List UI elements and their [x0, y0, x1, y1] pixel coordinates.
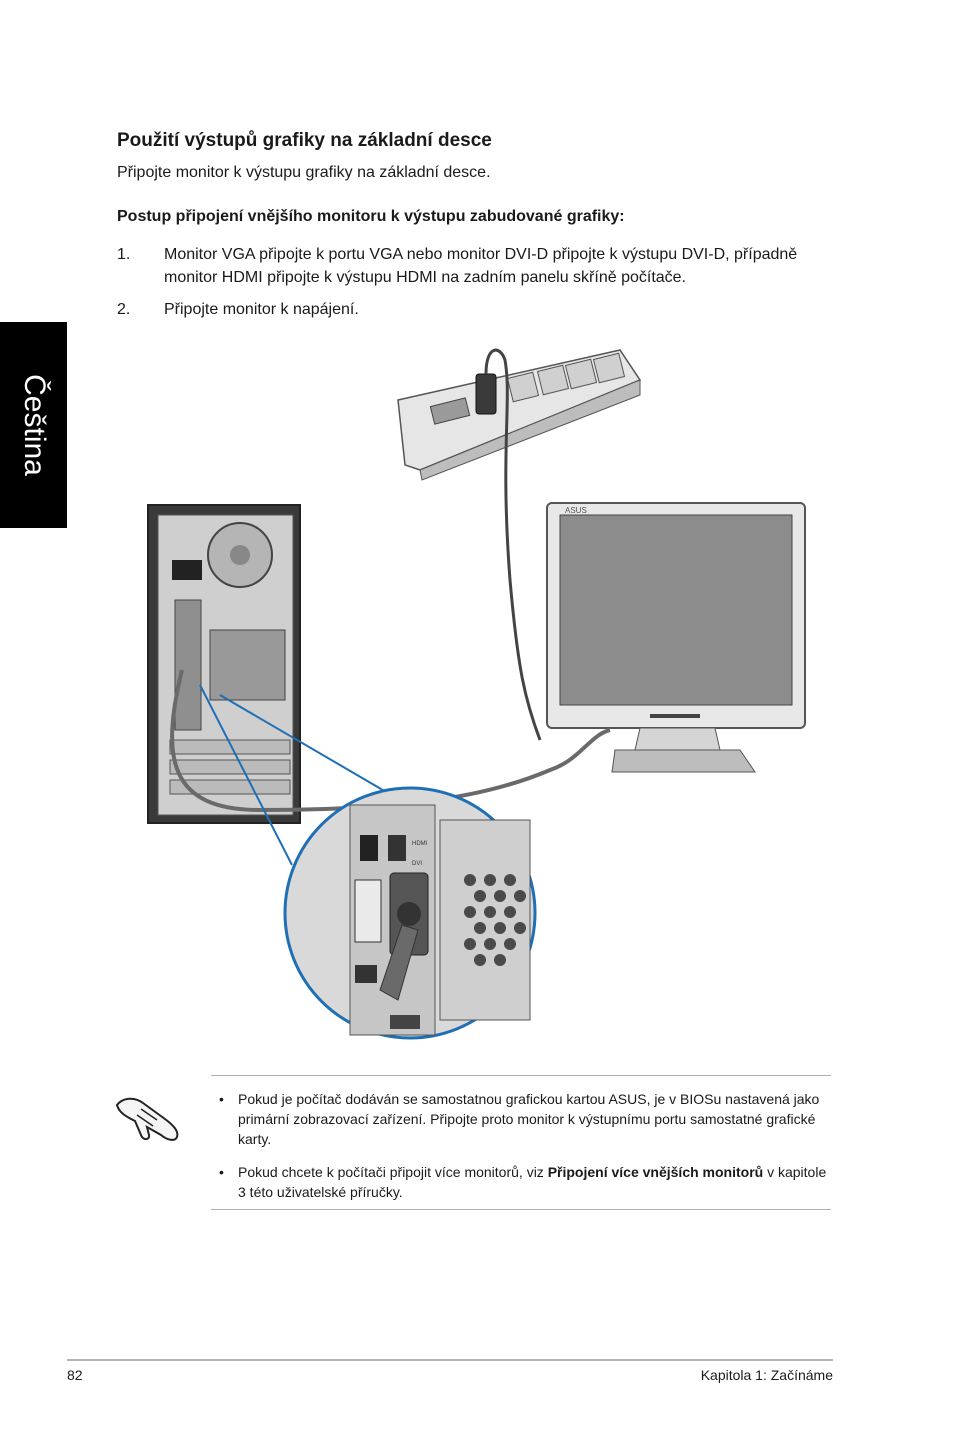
intro-text: Připojte monitor k výstupu grafiky na zá… — [117, 164, 491, 181]
step-item: 1. Monitor VGA připojte k portu VGA nebo… — [117, 243, 837, 289]
monitor: ASUS — [546, 502, 806, 773]
power-cable — [484, 348, 542, 741]
port-zoom-callout: HDMI DVI — [283, 786, 537, 1040]
page-number: 82 — [67, 1367, 83, 1383]
connection-illustration: ASUS HDMI DVI — [147, 348, 806, 1040]
note-text: Pokud chcete k počítači připojit více mo… — [238, 1162, 831, 1202]
step-item: 2. Připojte monitor k napájení. — [117, 298, 837, 321]
note-divider-top — [211, 1075, 831, 1076]
language-tab-label: Čeština — [17, 374, 51, 476]
step-text: Monitor VGA připojte k portu VGA nebo mo… — [164, 246, 798, 286]
bullet-mark: • — [219, 1164, 224, 1180]
step-number: 1. — [117, 246, 131, 263]
monitor-brand: ASUS — [565, 506, 587, 515]
note-text: Pokud je počítač dodáván se samostatnou … — [238, 1091, 820, 1147]
step-text: Připojte monitor k napájení. — [164, 301, 359, 318]
procedure-title: Postup připojení vnějšího monitoru k výs… — [117, 208, 625, 225]
chapter-label: Kapitola 1: Začínáme — [700, 1367, 833, 1383]
dvi-label: DVI — [412, 861, 422, 867]
note-divider-bottom — [211, 1209, 831, 1210]
language-tab: Čeština — [0, 322, 67, 528]
note-text-before: Pokud chcete k počítači připojit více mo… — [238, 1164, 548, 1180]
hdmi-label: HDMI — [412, 841, 428, 847]
step-number: 2. — [117, 301, 131, 318]
power-strip — [397, 349, 642, 481]
note-item: • Pokud je počítač dodáván se samostatno… — [219, 1089, 831, 1149]
pc-tower — [147, 504, 301, 824]
note-text-after: v kapitole 3 této uživatelské příručky. — [238, 1164, 827, 1200]
section-heading: Použití výstupů grafiky na základní desc… — [117, 130, 492, 151]
footer-rule — [67, 1359, 833, 1361]
hand-note-icon — [115, 1097, 179, 1141]
note-item: • Pokud chcete k počítači připojit více … — [219, 1162, 831, 1202]
bullet-mark: • — [219, 1091, 224, 1107]
cross-reference-link: Připojení více vnějších monitorů — [547, 1164, 764, 1180]
